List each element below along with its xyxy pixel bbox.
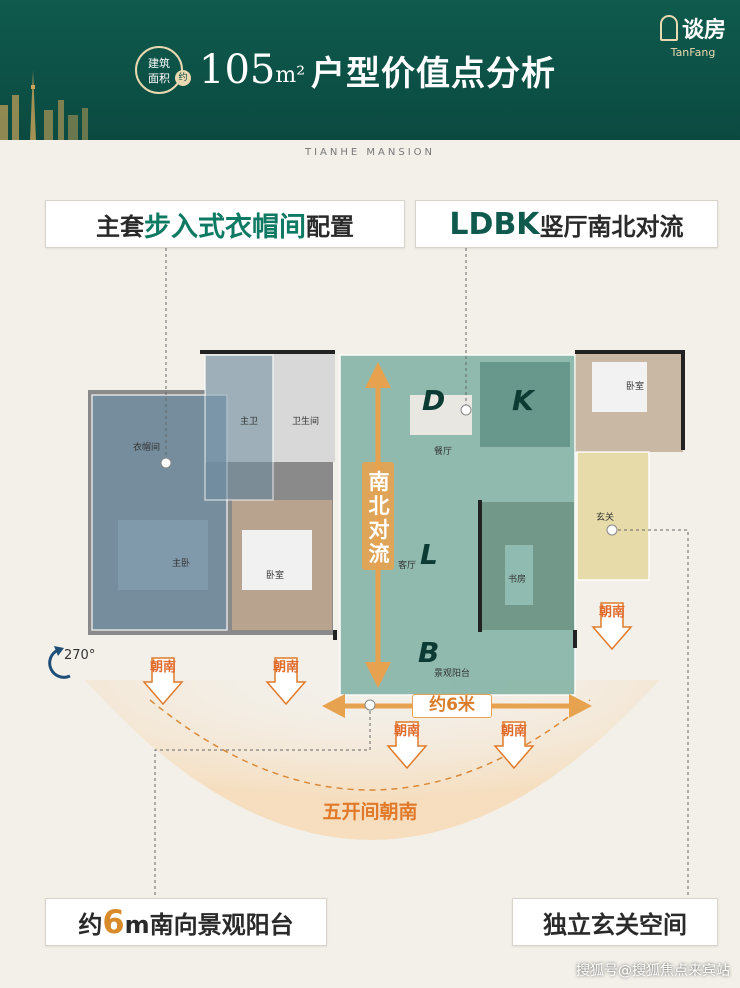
area-unit: m² (275, 62, 306, 88)
south-arc (85, 680, 660, 840)
callout-text-post: m南向景观阳台 (124, 910, 294, 939)
facing-label: 朝南 (500, 724, 527, 739)
flow-char: 北 (368, 494, 390, 518)
leader-dot-ldbk (460, 404, 472, 416)
room-label-living: 客厅 (398, 561, 417, 571)
plan-bedroom-mid-bed (242, 530, 312, 590)
logo-text: 谈房 (681, 18, 726, 43)
letter-d: D (422, 384, 446, 417)
area-label-2: 面积 (148, 72, 170, 85)
area-label-1: 建筑 (148, 57, 170, 70)
callout-text-pre: 主套 (96, 212, 144, 241)
callout-text: 独立玄关空间 (543, 910, 687, 939)
room-label-master-bath: 主卫 (240, 417, 259, 427)
facing-arrow-shape (386, 721, 428, 770)
callout-text-post: 竖厅南北对流 (539, 212, 684, 241)
flow-char: 流 (368, 542, 390, 566)
facing-label: 朝南 (598, 605, 625, 620)
leader-dot-foyer (606, 524, 618, 536)
facing-arrow-shape (142, 657, 184, 706)
ldbk-kitchen (480, 362, 570, 447)
callout-highlight: 6 (102, 903, 125, 941)
facing-label: 朝南 (393, 724, 420, 739)
flow-arrow-up (365, 362, 391, 388)
room-label-bathroom: 卫生间 (292, 417, 320, 427)
leader-foyer (612, 529, 689, 898)
callout-text-post: 配置 (306, 212, 354, 241)
room-label-balcony: 景观阳台 (434, 669, 471, 679)
leader-dot-walk-in (160, 457, 172, 469)
approx-badge: 约 (175, 70, 191, 86)
area-value: 105 (199, 47, 276, 93)
south-arc-dashed (149, 699, 591, 791)
callout-highlight: LDBK (449, 206, 540, 242)
watermark: 搜狐号@搜狐焦点来宾站 (576, 963, 730, 979)
leader-dot-balcony (364, 699, 376, 711)
callout-foyer: 独立玄关空间 (512, 898, 718, 946)
room-label-study: 书房 (508, 575, 527, 585)
callout-walk-in-closet: 主套步入式衣帽间配置 (45, 200, 405, 248)
width-arrow-left (322, 694, 345, 718)
walk-in-overlay-bath (204, 354, 274, 501)
room-label-cloakroom: 衣帽间 (133, 443, 161, 453)
flow-char: 南 (368, 470, 390, 494)
title-row: 建筑 面积 约 105 m² 户型价值点分析 (135, 40, 556, 100)
flow-arrow-down (365, 662, 391, 688)
leader-balcony (154, 705, 371, 898)
letter-b: B (418, 636, 440, 669)
arc-text: 五开间朝南 (322, 801, 418, 823)
brand-logo: 谈房 TanFang (659, 12, 726, 59)
rotation-label: 270° (64, 648, 96, 663)
ldbk-dining-table (410, 395, 472, 435)
plan-right-bed (592, 362, 647, 412)
callout-text-pre: 约 (78, 910, 103, 939)
room-label-master-bedroom: 主卧 (172, 559, 191, 569)
logo-subtext: TanFang (670, 46, 716, 59)
logo-icon (659, 15, 678, 41)
facing-arrow-shape (493, 721, 535, 770)
room-label-bedroom-mid: 卧室 (266, 571, 285, 581)
width-arrow-right (569, 694, 592, 718)
facing-label: 朝南 (272, 660, 299, 675)
flow-label-bg (362, 462, 394, 570)
facing-label: 朝南 (149, 660, 176, 675)
facing-arrow-shape (591, 602, 633, 651)
facing-arrow-shape (265, 657, 307, 706)
header-banner: 建筑 面积 约 105 m² 户型价值点分析 谈房 TanFang (0, 0, 740, 140)
flow-text: 南 北 对 流 (366, 470, 392, 566)
callout-highlight: 步入式衣帽间 (144, 211, 306, 243)
room-label-bedroom-right: 卧室 (626, 382, 645, 392)
width-label: 约6米 (412, 694, 492, 718)
letter-k: K (512, 384, 534, 417)
page-title: 户型价值点分析 (311, 53, 557, 94)
letter-l: L (420, 538, 438, 571)
subtitle: TIANHE MANSION (305, 147, 435, 158)
city-skyline-icon (0, 70, 88, 140)
room-label-dining: 餐厅 (434, 447, 453, 457)
rotation-arrow-icon (48, 648, 71, 679)
foyer-overlay (576, 451, 650, 581)
room-label-foyer: 玄关 (596, 513, 615, 523)
flow-char: 对 (368, 518, 390, 542)
